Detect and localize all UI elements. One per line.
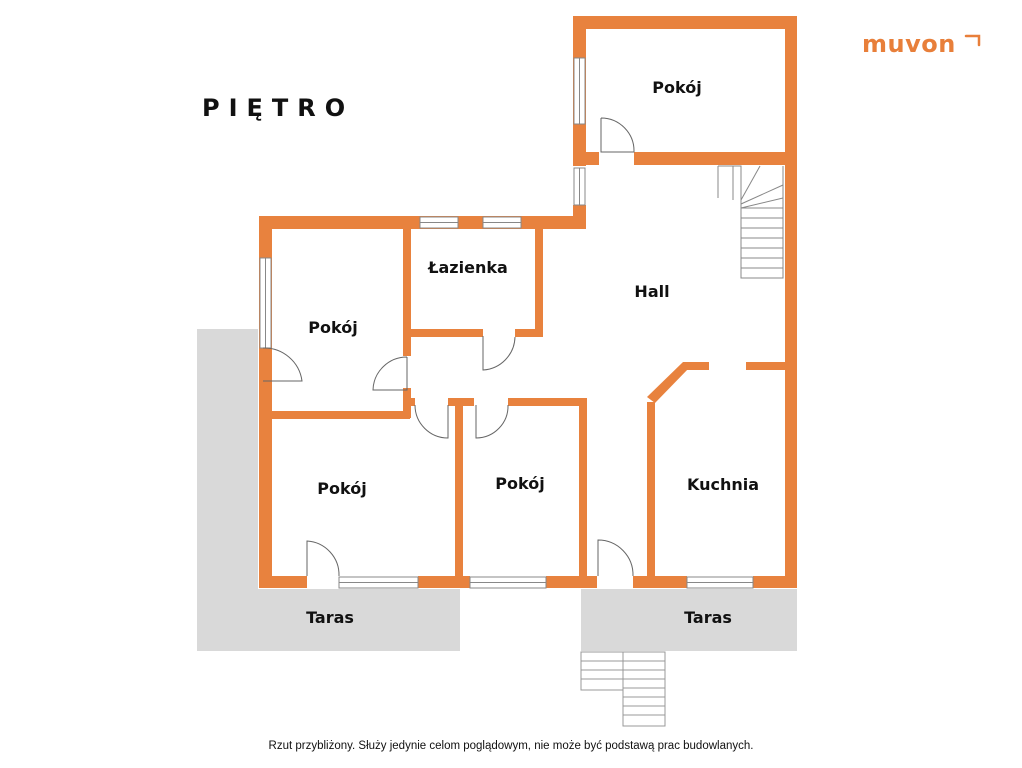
door-swing xyxy=(306,540,340,577)
room-labels: Pokój Łazienka Hall Pokój Pokój Pokój Ku… xyxy=(306,78,759,627)
room-label-bottom-left: Pokój xyxy=(317,479,366,498)
interior-stairs xyxy=(717,165,784,279)
room-label-top: Pokój xyxy=(652,78,701,97)
terraces xyxy=(197,329,797,651)
door-swing xyxy=(600,117,635,153)
room-label-bathroom: Łazienka xyxy=(427,258,508,277)
windows xyxy=(259,57,754,589)
door-swing xyxy=(414,404,449,439)
terrace-label-right: Taras xyxy=(684,608,732,627)
room-label-hall: Hall xyxy=(634,282,669,301)
brand-logo: muvon xyxy=(862,30,956,58)
door-swing xyxy=(482,336,516,371)
room-label-kitchen: Kuchnia xyxy=(687,475,759,494)
terrace-left-area xyxy=(197,329,460,651)
disclaimer-text: Rzut przybliżony. Służy jedynie celom po… xyxy=(268,740,754,752)
doors xyxy=(262,117,635,577)
brand-mark-icon xyxy=(964,34,981,47)
terrace-right-area xyxy=(581,589,797,651)
door-swing xyxy=(372,356,408,391)
door-swing xyxy=(475,404,509,439)
door-swing xyxy=(262,347,303,382)
exterior-stairs xyxy=(580,651,666,727)
floor-title: PIĘTRO xyxy=(202,94,355,122)
room-label-bottom-middle: Pokój xyxy=(495,474,544,493)
door-swing xyxy=(597,539,634,577)
terrace-label-left: Taras xyxy=(306,608,354,627)
room-label-left: Pokój xyxy=(308,318,357,337)
